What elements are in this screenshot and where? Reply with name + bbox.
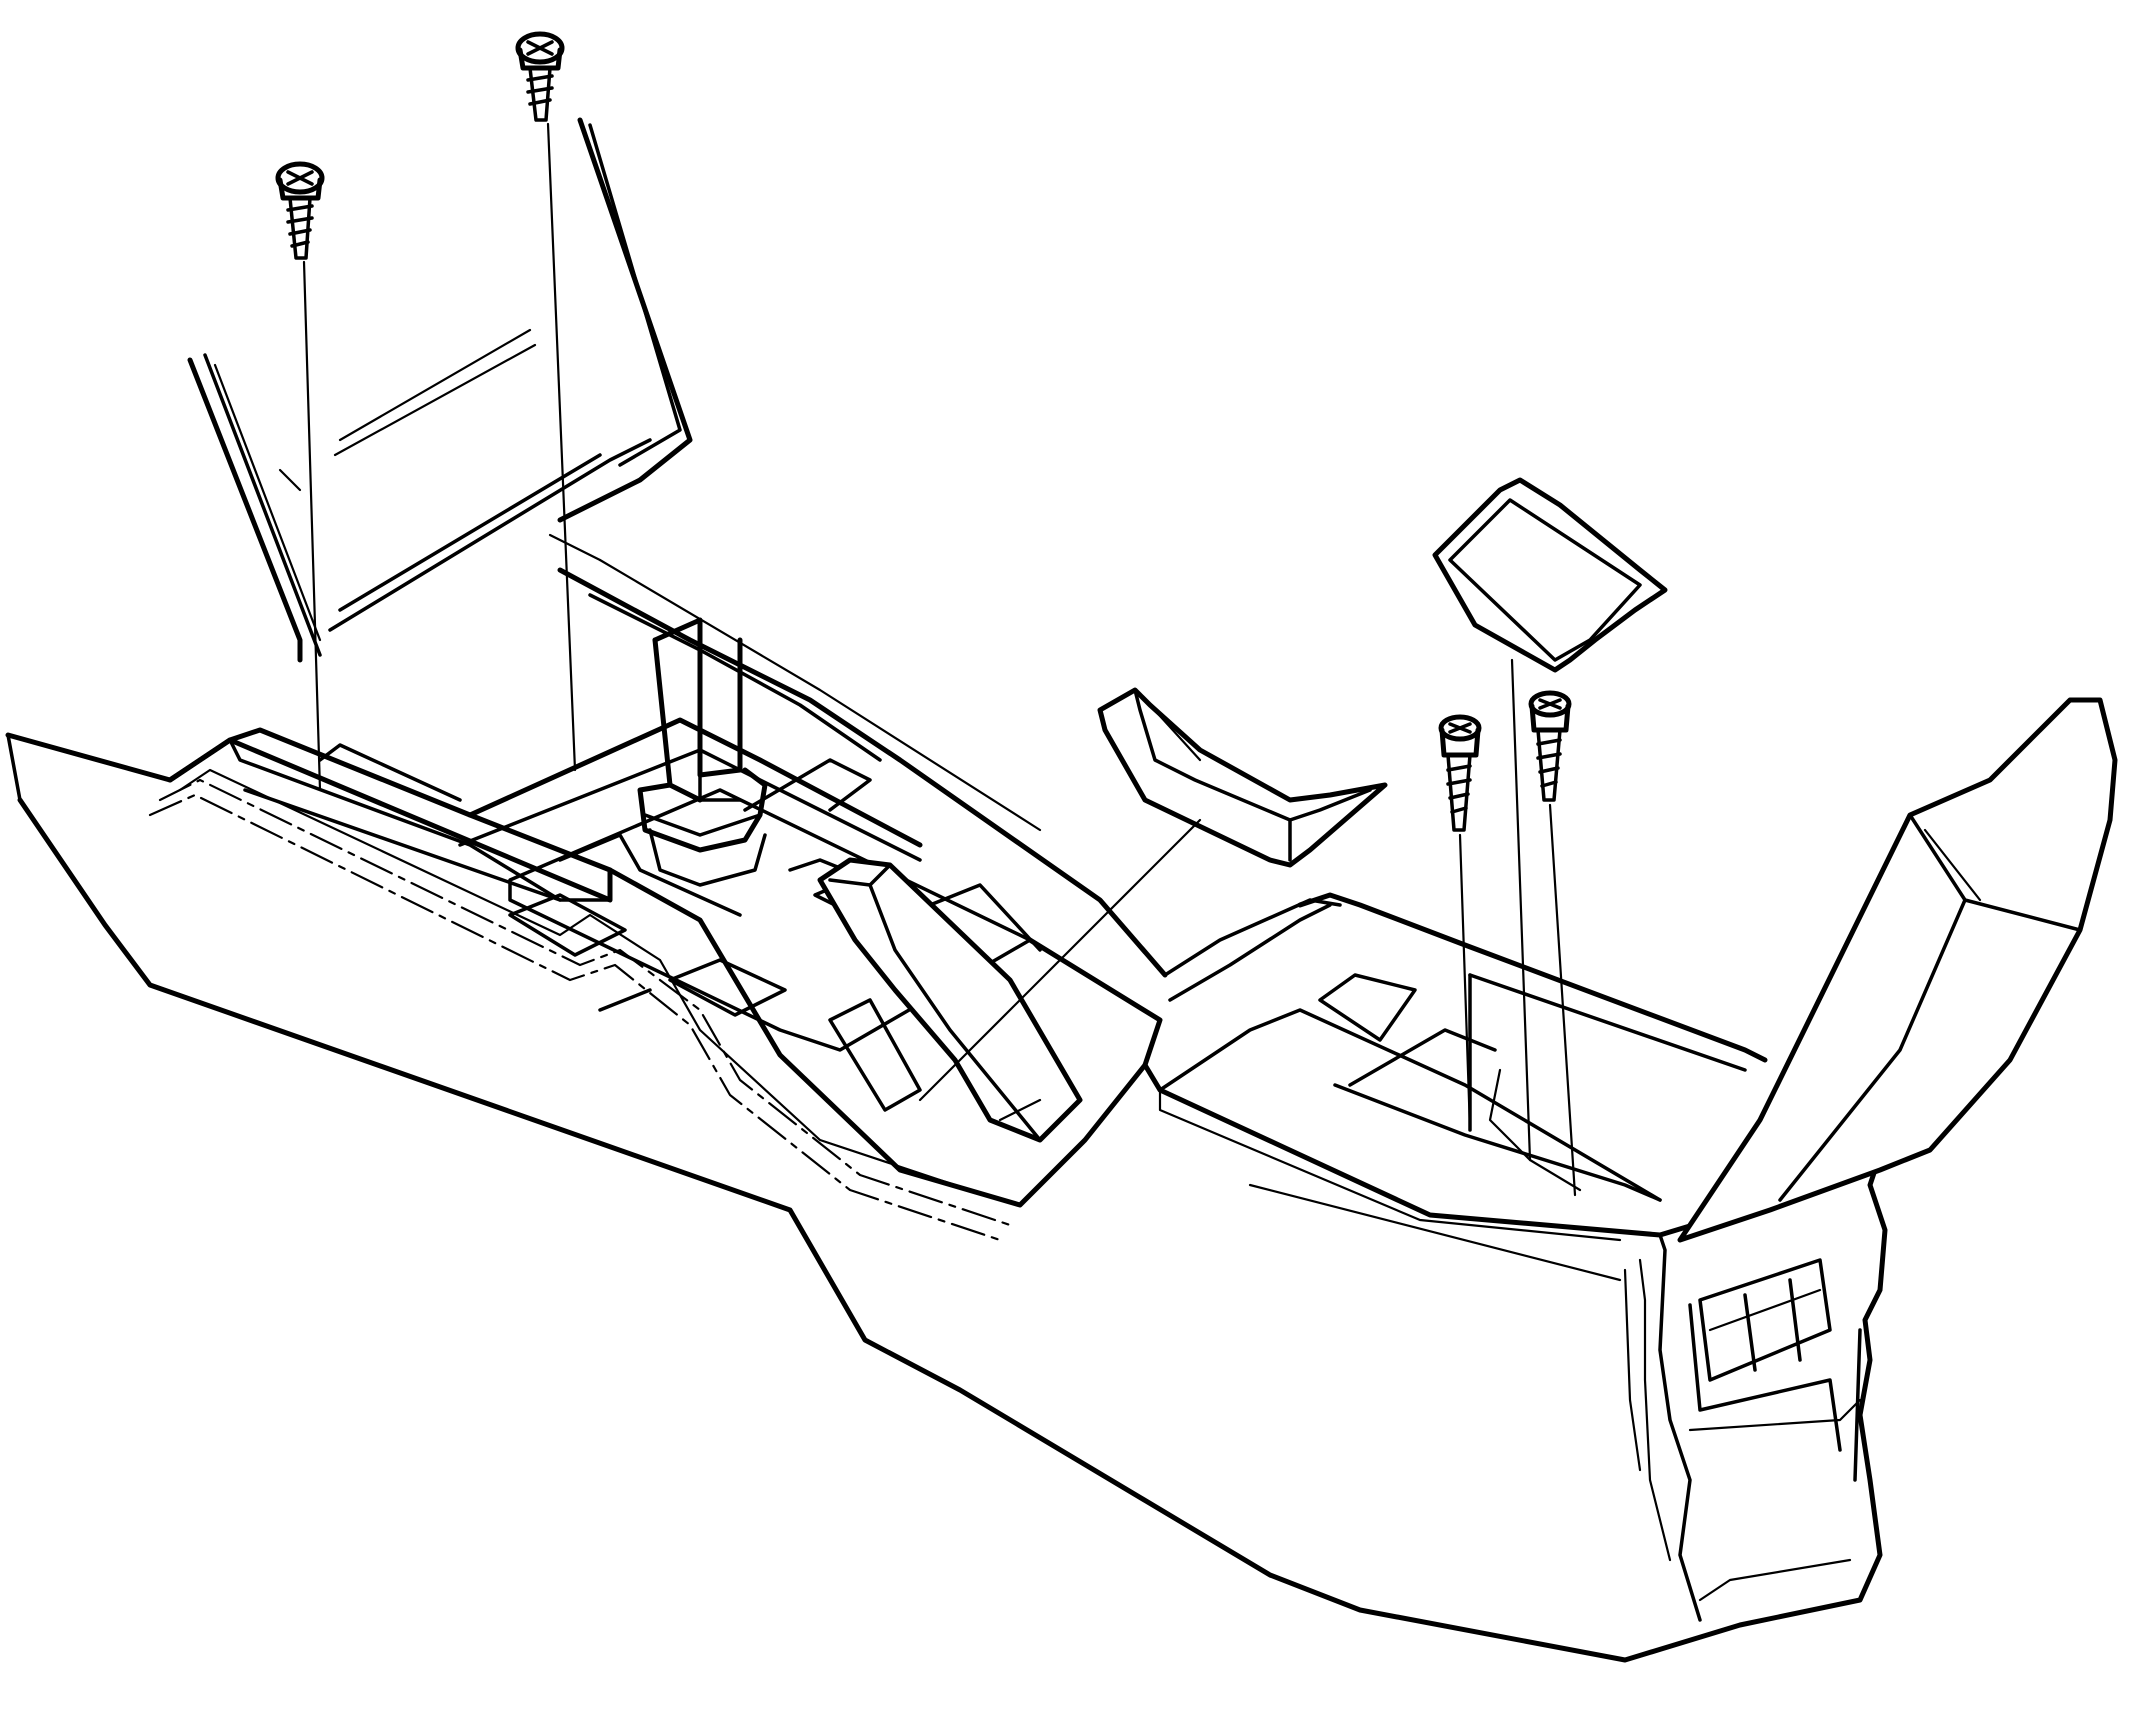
console-body [5, 558, 1888, 1663]
screw-front-right [515, 31, 565, 122]
screw-front-left [275, 161, 325, 260]
screw-rear-left [1438, 714, 1482, 832]
front-trim-panel [187, 117, 693, 663]
rear-cover-plate [1432, 477, 1668, 673]
armrest-lid [1677, 697, 2118, 1243]
leader-lines [302, 122, 1577, 1197]
screw-rear-right [1528, 690, 1572, 802]
brake-lever-trim [1097, 687, 1388, 868]
parking-brake-lever [817, 857, 1083, 1143]
shifter-boot [637, 617, 768, 887]
